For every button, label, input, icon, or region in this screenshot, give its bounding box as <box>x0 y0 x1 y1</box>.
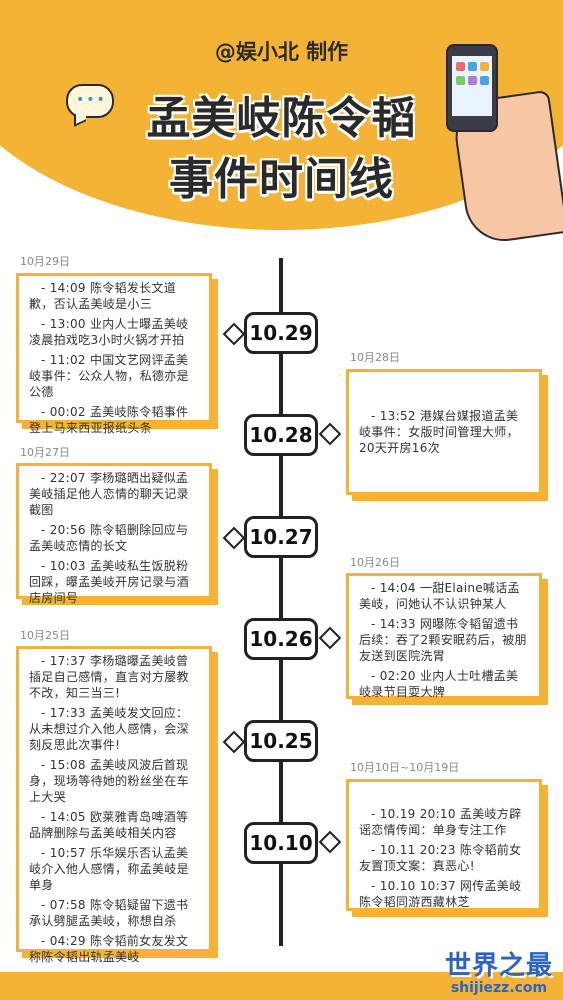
event-item: - 14:05 欧莱雅青岛啤酒等品牌删除与孟美岐相关内容 <box>29 810 189 840</box>
event-item: - 14:09 陈令韬发长文道歉，否认孟美岐是小三 <box>29 281 177 311</box>
credit-text: @娱小北 制作 <box>214 40 349 64</box>
event-item: - 13:00 业内人士曝孟美岐凌晨拍戏吃3小时火锅才开拍 <box>29 317 189 347</box>
section-date-1029: 10月29日 <box>20 255 70 268</box>
chat-bubble-icon: ••• <box>66 84 114 118</box>
connector-diamond <box>222 322 246 346</box>
event-card-1010: - 10.19 20:10 孟美岐方辟谣恋情传闻：单身专注工作 - 10.11 … <box>346 779 542 911</box>
event-card-1026: - 14:04 一甜Elaine喊话孟美岐，问她认不认识钟某人 - 14:33 … <box>346 573 542 699</box>
event-item: - 00:02 孟美岐陈令韬事件登上马来西亚报纸头条 <box>29 405 189 435</box>
timeline-node-1026: 10.26 <box>244 618 318 660</box>
event-card-1029: - 14:09 陈令韬发长文道歉，否认孟美岐是小三 - 13:00 业内人士曝孟… <box>16 273 212 435</box>
connector-diamond <box>318 626 342 650</box>
event-item: - 13:52 港媒台媒报道孟美岐事件：女版时间管理大师，20天开房16次 <box>359 409 519 455</box>
section-date-1010-1019: 10月10日~10月19日 <box>350 761 460 774</box>
connector-diamond <box>318 422 342 446</box>
timeline-axis <box>279 258 283 946</box>
event-item: - 07:58 陈令韬疑留下遗书承认劈腿孟美岐，称想自杀 <box>29 898 189 928</box>
event-item: - 22:07 李杨璐晒出疑似孟美岐插足他人恋情的聊天记录截图 <box>29 471 189 517</box>
event-item: - 15:08 孟美岐风波后首现身，现场等待她的粉丝坐在车上大哭 <box>29 758 189 804</box>
section-date-1025: 10月25日 <box>20 629 70 642</box>
event-item: - 04:29 陈令韬前女友发文称陈令韬出轨孟美岐 <box>29 934 189 964</box>
event-item: - 20:56 陈令韬删除回应与孟美岐恋情的长文 <box>29 523 189 553</box>
page-title-line1: 孟美岐陈令韬 <box>146 93 417 144</box>
event-item: - 10:57 乐华娱乐否认孟美岐介入他人感情，称孟美岐是单身 <box>29 846 189 892</box>
timeline-node-1025: 10.25 <box>244 720 318 762</box>
watermark-logo: 世界之最 shijiezz.com <box>445 945 553 996</box>
timeline-node-1010: 10.10 <box>244 822 318 864</box>
page-title-line2: 事件时间线 <box>169 154 394 205</box>
timeline-node-1028: 10.28 <box>244 414 318 456</box>
event-item: - 17:37 李杨璐曝孟美岐曾插足自己感情，直言对方屡教不改，知三当三! <box>29 654 189 700</box>
section-date-1027: 10月27日 <box>20 446 70 459</box>
connector-diamond <box>222 730 246 754</box>
event-item: - 02:20 业内人士吐槽孟美岐录节目耍大牌 <box>359 669 519 699</box>
event-item: - 10.10 10:37 网传孟美岐陈令韬同游西藏林芝 <box>359 879 522 909</box>
timeline-node-1027: 10.27 <box>244 516 318 558</box>
timeline-node-1029: 10.29 <box>244 312 318 354</box>
section-date-1026: 10月26日 <box>350 556 400 569</box>
event-item: - 10.11 20:23 陈令韬前女友置顶文案：真恶心! <box>359 843 522 873</box>
connector-diamond <box>318 830 342 854</box>
event-item: - 10.19 20:10 孟美岐方辟谣恋情传闻：单身专注工作 <box>359 807 522 837</box>
event-item: - 11:02 中国文艺网评孟美岐事件：公众人物，私德亦是公德 <box>29 353 189 399</box>
watermark-en: shijiezz.com <box>450 980 548 996</box>
watermark-cn: 世界之最 <box>444 951 553 981</box>
event-card-1028: - 13:52 港媒台媒报道孟美岐事件：女版时间管理大师，20天开房16次 <box>346 369 542 495</box>
event-item: - 14:33 网曝陈令韬留遗书后续：吞了2颗安眠药后，被朋友送到医院洗胃 <box>359 617 527 663</box>
phone-icon <box>446 44 498 132</box>
event-item: - 17:33 孟美岐发文回应：从未想过介入他人感情，会深刻反思此次事件! <box>29 706 189 752</box>
event-item: - 10:03 孟美岐私生饭脱粉回踩，曝孟美岐开房记录与酒店房间号 <box>29 559 189 605</box>
connector-diamond <box>222 526 246 550</box>
footer-band <box>0 972 563 1000</box>
event-item: - 14:04 一甜Elaine喊话孟美岐，问她认不认识钟某人 <box>359 581 520 611</box>
event-card-1025: - 17:37 李杨璐曝孟美岐曾插足自己感情，直言对方屡教不改，知三当三! - … <box>16 646 212 964</box>
section-date-1028: 10月28日 <box>350 351 400 364</box>
event-card-1027: - 22:07 李杨璐晒出疑似孟美岐插足他人恋情的聊天记录截图 - 20:56 … <box>16 463 212 605</box>
